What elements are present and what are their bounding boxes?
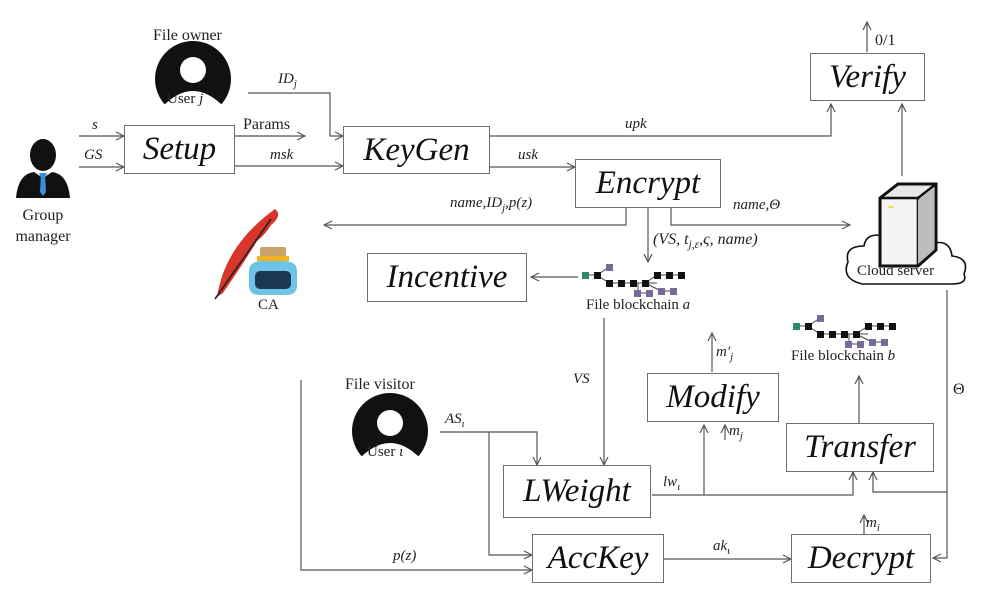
chain-block — [817, 331, 824, 338]
chain-block — [646, 290, 653, 297]
chain-block — [857, 341, 864, 348]
cloud-server: Cloud server — [842, 176, 982, 290]
label-vs: VS — [573, 371, 590, 387]
blockchain-b-label: File blockchain b — [791, 348, 896, 364]
label-vs-tuple: (VS, tj,ε,ς, name) — [653, 231, 758, 252]
acckey-block: AccKey — [532, 534, 664, 583]
chain-block — [817, 315, 824, 322]
chain-block — [845, 341, 852, 348]
cloud-server-label: Cloud server — [857, 263, 935, 279]
chain-block — [606, 264, 613, 271]
edge-lw — [652, 472, 853, 496]
file-owner-inner-label: User — [167, 91, 196, 107]
group-manager: Group manager — [8, 138, 78, 248]
lweight-block: LWeight — [503, 465, 651, 518]
blockchain-b-icon — [793, 315, 896, 348]
chain-block — [606, 280, 613, 287]
modify-block: Modify — [647, 373, 779, 422]
label-gs: GS — [84, 147, 103, 163]
edge-as — [440, 431, 537, 465]
transfer-block: Transfer — [786, 423, 934, 472]
chain-block — [658, 288, 665, 295]
chain-block — [630, 280, 637, 287]
file-owner-title: File owner — [153, 27, 222, 44]
blockchain-a-label: File blockchain a — [586, 297, 691, 313]
label-pz: p(z) — [393, 548, 417, 564]
chain-block — [865, 323, 872, 330]
encrypt-block: Encrypt — [575, 159, 721, 208]
group-manager-icon — [16, 139, 70, 198]
label-usk: usk — [518, 147, 538, 163]
chain-block — [889, 323, 896, 330]
edge-as-acckey — [488, 432, 532, 555]
file-blockchain-a: File blockchain a — [578, 262, 718, 322]
chain-block — [881, 339, 888, 346]
chain-block — [642, 280, 649, 287]
group-manager-label-line2: manager — [15, 228, 71, 245]
label-mprime-j: m′j — [716, 344, 734, 363]
file-visitor-var: ι — [399, 444, 404, 460]
incentive-block: Incentive — [367, 253, 527, 302]
chain-block — [582, 272, 589, 279]
edge-upk — [490, 104, 831, 137]
blockchain-a-icon — [582, 264, 685, 297]
chain-block — [670, 288, 677, 295]
label-params: Params — [243, 116, 291, 133]
edge-pz — [300, 380, 532, 570]
edge-theta — [873, 290, 948, 493]
chain-block — [829, 331, 836, 338]
label-verify-output: 0/1 — [875, 32, 896, 49]
file-owner-var: j — [199, 91, 204, 107]
group-manager-label-line1: Group — [22, 207, 64, 224]
chain-block — [841, 331, 848, 338]
label-upk: upk — [625, 116, 647, 132]
file-visitor-inner-label: User — [367, 444, 396, 460]
verify-block: Verify — [810, 53, 925, 101]
label-name-theta: name,Θ — [733, 197, 781, 213]
label-as: ASι — [445, 411, 465, 430]
chain-block — [666, 272, 673, 279]
edge-to-ca — [324, 208, 627, 225]
label-msk: msk — [270, 147, 294, 163]
file-owner-avatar-icon — [155, 41, 231, 121]
ca-label: CA — [258, 297, 279, 313]
file-blockchain-b: File blockchain b — [789, 313, 929, 373]
label-ak: akι — [713, 538, 731, 557]
label-theta: Θ — [953, 381, 965, 398]
label-lw: lwι — [663, 474, 681, 493]
chain-block — [869, 339, 876, 346]
chain-block — [877, 323, 884, 330]
file-owner: File owner User j — [148, 27, 238, 121]
label-mj: mj — [729, 423, 743, 442]
chain-block — [618, 280, 625, 287]
edge-theta-decrypt — [933, 492, 948, 558]
file-visitor: File visitor User ι — [345, 376, 435, 473]
ca: CA — [205, 205, 315, 315]
chain-block — [805, 323, 812, 330]
decrypt-block: Decrypt — [791, 534, 931, 583]
ca-quill-ink-icon — [214, 209, 297, 300]
label-idj: IDj — [278, 71, 297, 90]
label-s: s — [92, 117, 98, 133]
edge-to-cloud — [670, 208, 850, 225]
label-mi: mi — [866, 515, 880, 534]
chain-block — [853, 331, 860, 338]
cloud-server-icon — [845, 182, 967, 285]
chain-block — [678, 272, 685, 279]
chain-block — [594, 272, 601, 279]
file-visitor-title: File visitor — [345, 376, 415, 393]
keygen-block: KeyGen — [343, 126, 490, 174]
file-visitor-avatar-icon — [352, 393, 428, 473]
setup-block: Setup — [124, 125, 235, 174]
edge-idj — [248, 92, 343, 136]
label-name-id-pz: name,IDj,p(z) — [450, 195, 533, 214]
chain-block — [634, 290, 641, 297]
chain-block — [654, 272, 661, 279]
chain-block — [793, 323, 800, 330]
